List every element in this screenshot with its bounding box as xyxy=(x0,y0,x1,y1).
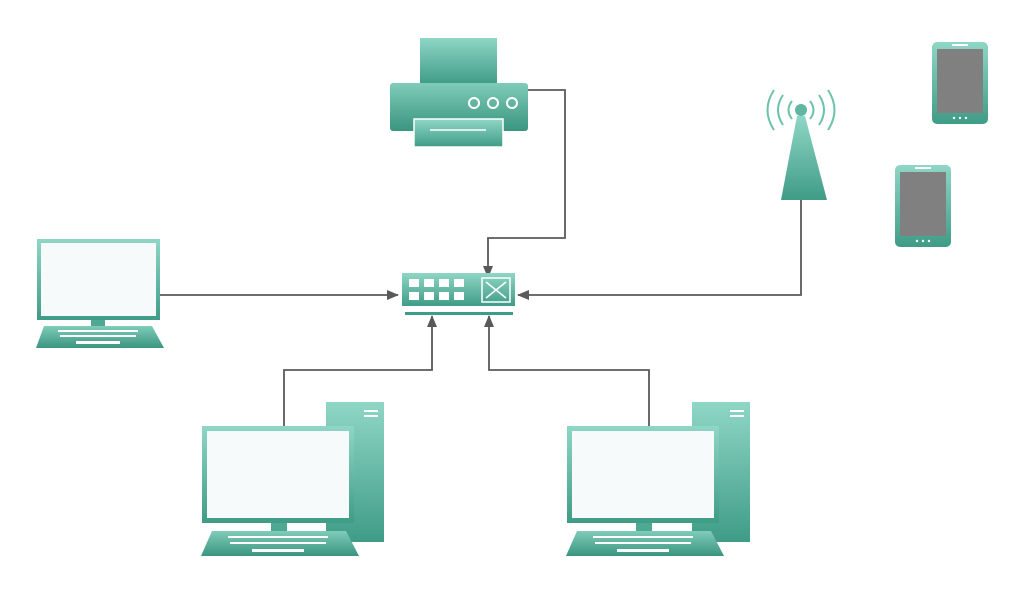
tablet-icon xyxy=(895,165,951,247)
desktop-computer-icon xyxy=(566,402,750,556)
tablet-icon xyxy=(932,42,988,124)
wireless-tower-icon xyxy=(766,89,836,200)
connector-desktop-right-switch xyxy=(484,315,650,426)
connectors xyxy=(160,89,802,426)
desktop-computer-icon xyxy=(201,402,384,556)
printer-icon xyxy=(390,38,528,148)
connector-printer-switch xyxy=(483,89,566,278)
connector-desktop-left-switch xyxy=(283,315,437,426)
network-switch-icon xyxy=(402,273,515,315)
connector-tower-switch xyxy=(517,200,802,300)
laptop-icon xyxy=(36,239,164,348)
